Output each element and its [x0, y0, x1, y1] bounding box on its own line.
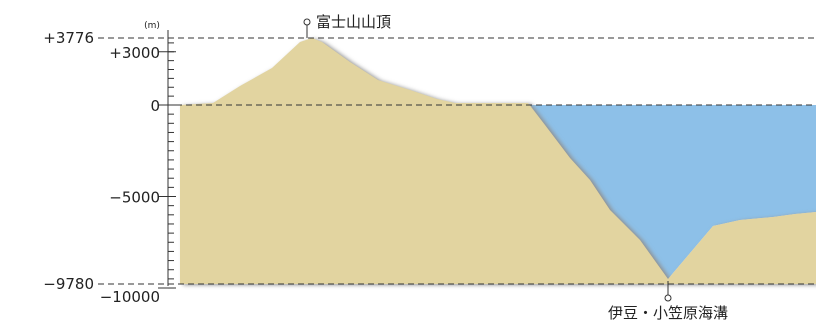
reference-lines: +3776 −9780	[43, 29, 816, 293]
reference-label: −9780	[43, 275, 94, 293]
marker-label: 富士山山頂	[316, 13, 391, 31]
tick-label: 0	[150, 97, 160, 115]
land-area	[180, 38, 816, 284]
sea-area	[530, 105, 816, 279]
tick-label: +3000	[109, 44, 160, 62]
reference-label: +3776	[43, 29, 94, 47]
marker-pin	[664, 294, 672, 302]
marker-pin	[303, 18, 311, 26]
elevation-axis: +3000 0 −5000 −10000	[100, 30, 176, 306]
marker-label: 伊豆・小笠原海溝	[608, 304, 728, 320]
tick-label: −10000	[100, 288, 160, 306]
tick-label: −5000	[109, 189, 160, 207]
unit-label: (m)	[144, 21, 160, 31]
